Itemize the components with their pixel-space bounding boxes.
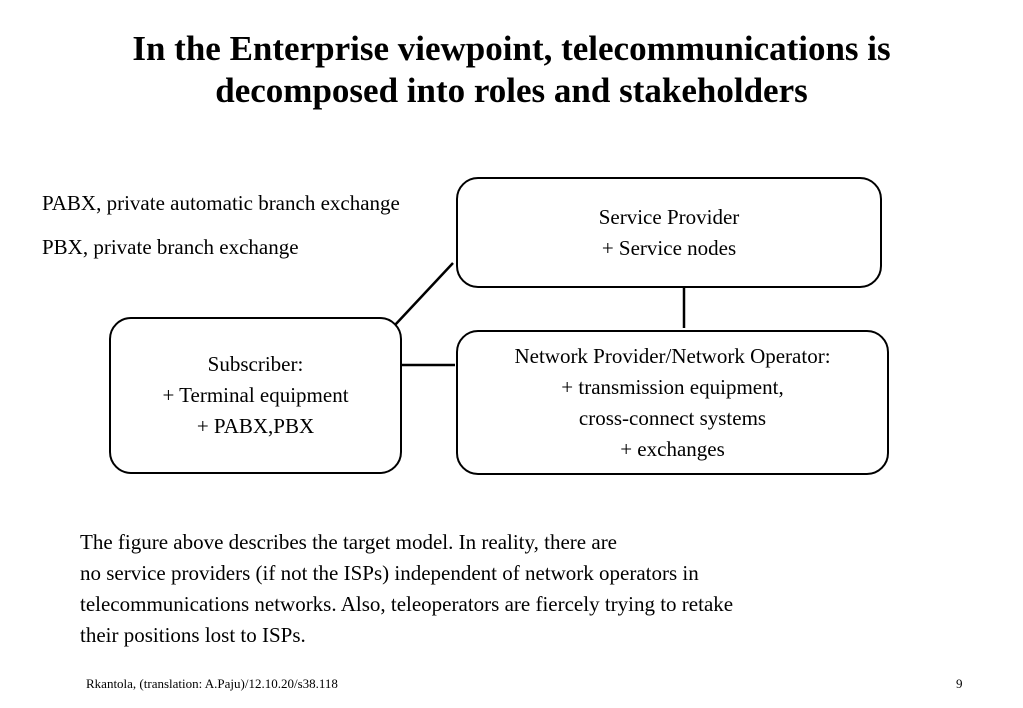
paragraph-line-1: The figure above describes the target mo… bbox=[80, 530, 618, 554]
network-provider-cross-connect: cross-connect systems bbox=[578, 405, 767, 430]
note-pabx: PABX, private automatic branch exchange bbox=[42, 191, 400, 215]
subscriber-label: Subscriber: bbox=[207, 352, 304, 376]
page-title: In the Enterprise viewpoint, telecommuni… bbox=[0, 28, 1023, 112]
paragraph-line-2: no service providers (if not the ISPs) i… bbox=[80, 561, 699, 585]
paragraph-line-4: their positions lost to ISPs. bbox=[80, 623, 306, 647]
network-provider-exchanges: + exchanges bbox=[620, 436, 725, 461]
connector-subscriber-service-provider bbox=[394, 262, 454, 326]
network-provider-box: Network Provider/Network Operator: + tra… bbox=[456, 330, 889, 475]
title-line-1: In the Enterprise viewpoint, telecommuni… bbox=[132, 29, 891, 68]
network-provider-transmission: + transmission equipment, bbox=[561, 374, 784, 399]
subscriber-box: Subscriber: + Terminal equipment + PABX,… bbox=[109, 317, 402, 474]
note-pbx: PBX, private branch exchange bbox=[42, 235, 299, 259]
subscriber-terminal-equipment: + Terminal equipment bbox=[162, 383, 349, 407]
footer-credit: Rkantola, (translation: A.Paju)/12.10.20… bbox=[86, 676, 338, 691]
network-provider-label: Network Provider/Network Operator: bbox=[514, 343, 831, 368]
abbreviation-notes: PABX, private automatic branch exchange … bbox=[42, 188, 402, 276]
service-provider-box: Service Provider + Service nodes bbox=[456, 177, 882, 288]
explanation-paragraph: The figure above describes the target mo… bbox=[80, 527, 940, 651]
service-provider-nodes: + Service nodes bbox=[601, 235, 737, 260]
paragraph-line-3: telecommunications networks. Also, teleo… bbox=[80, 592, 734, 616]
subscriber-pabx-pbx: + PABX,PBX bbox=[196, 414, 315, 438]
title-line-2: decomposed into roles and stakeholders bbox=[215, 71, 808, 110]
page-number: 9 bbox=[956, 676, 963, 691]
service-provider-label: Service Provider bbox=[598, 204, 740, 229]
